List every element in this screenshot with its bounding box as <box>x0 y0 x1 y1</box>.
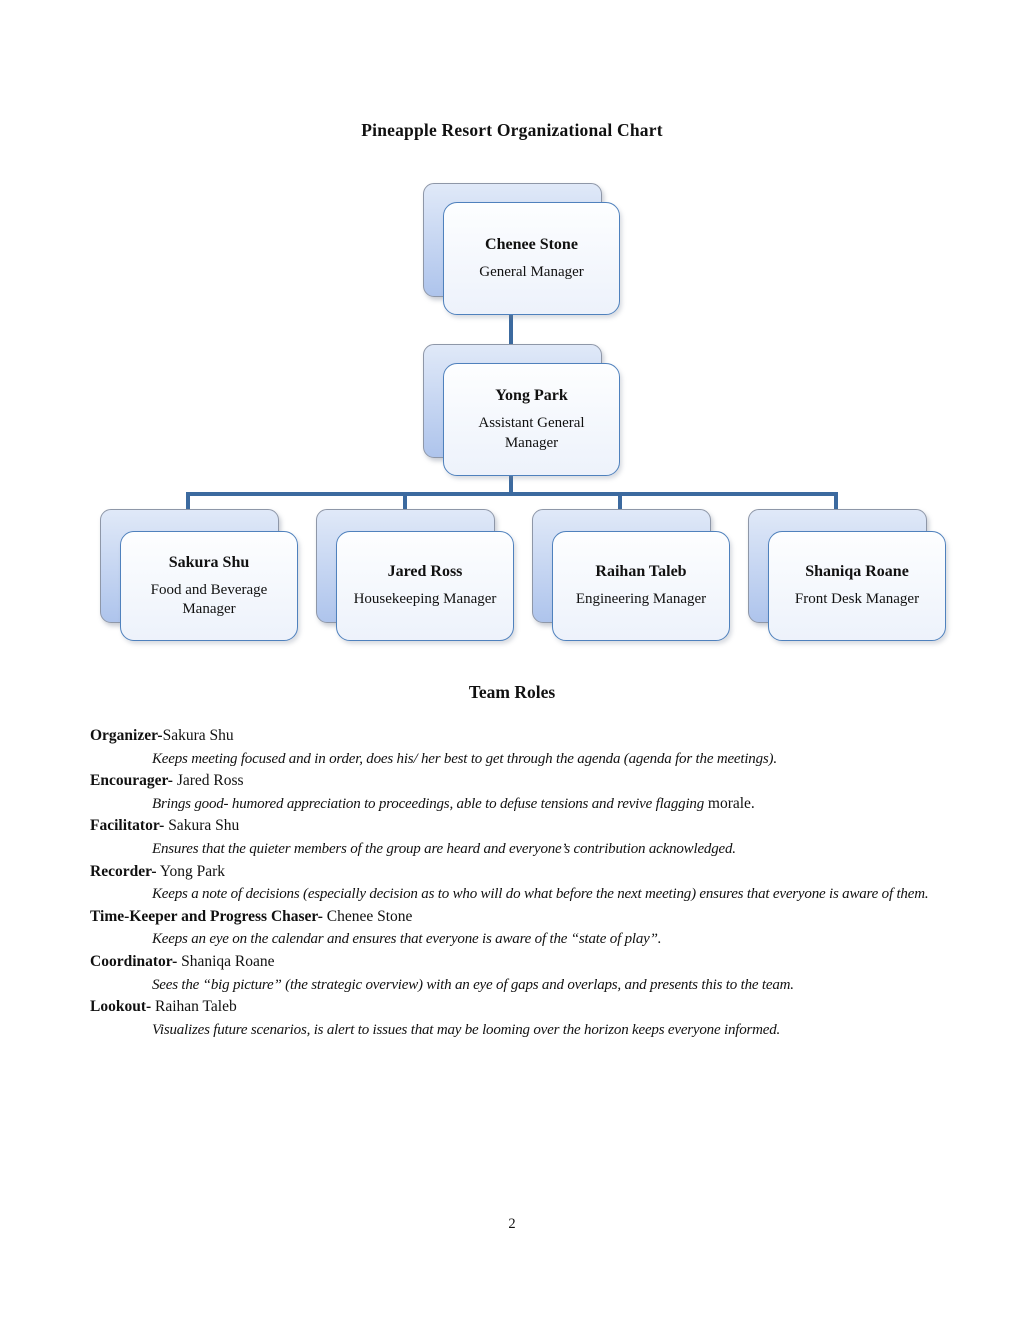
connector-drop-food-beverage <box>186 492 190 517</box>
team-roles-list: Organizer-Sakura Shu Keeps meeting focus… <box>90 725 938 1041</box>
role-person: Jared Ross <box>172 772 244 790</box>
role-person: Chenee Stone <box>322 907 413 925</box>
node-role: Assistant General Manager <box>478 415 585 451</box>
node-role: Housekeeping Manager <box>353 591 497 608</box>
node-name: Sakura Shu <box>168 553 250 571</box>
team-role-entry-organizer: Organizer-Sakura Shu Keeps meeting focus… <box>90 725 938 770</box>
role-description: Keeps meeting focused and in order, does… <box>152 750 777 767</box>
node-name: Yong Park <box>495 387 568 404</box>
role-person: Shaniqa Roane <box>177 952 275 970</box>
org-node-food-beverage-manager: Sakura Shu Food and Beverage Manager <box>100 509 310 654</box>
page-title: Pineapple Resort Organizational Chart <box>361 120 663 140</box>
node-name: Chenee Stone <box>485 235 578 253</box>
org-node-engineering-manager: Raihan Taleb Engineering Manager <box>532 509 742 654</box>
role-label: Recorder- <box>90 862 157 880</box>
team-roles-heading: Team Roles <box>468 682 556 702</box>
team-role-entry-coordinator: Coordinator- Shaniqa Roane Sees the “big… <box>90 951 938 996</box>
role-description: Visualizes future scenarios, is alert to… <box>152 1021 781 1038</box>
role-label: Organizer- <box>90 727 163 744</box>
role-label: Coordinator- <box>90 952 178 970</box>
role-description-plain: morale. <box>704 794 755 812</box>
node-card: Shaniqa Roane Front Desk Manager <box>768 531 946 641</box>
node-card: Raihan Taleb Engineering Manager <box>552 531 730 641</box>
role-description: Ensures that the quieter members of the … <box>152 840 736 857</box>
role-description: Keeps an eye on the calendar and ensures… <box>152 931 662 948</box>
role-label: Time-Keeper and Progress Chaser- <box>90 907 323 925</box>
node-card: Yong Park Assistant General Manager <box>443 363 620 476</box>
team-role-entry-recorder: Recorder- Yong Park Keeps a note of deci… <box>90 861 938 906</box>
org-node-assistant-general-manager: Yong Park Assistant General Manager <box>423 344 633 489</box>
team-role-entry-encourager: Encourager- Jared Ross Brings good- humo… <box>90 770 938 815</box>
role-label: Encourager- <box>90 772 173 790</box>
node-card: Jared Ross Housekeeping Manager <box>336 531 514 641</box>
role-label: Facilitator- <box>90 817 165 835</box>
node-role: General Manager <box>479 263 584 280</box>
org-chart: Chenee Stone General Manager Yong Park A… <box>100 183 958 654</box>
role-person: Raihan Taleb <box>151 998 237 1016</box>
node-card: Sakura Shu Food and Beverage Manager <box>120 531 298 641</box>
node-name: Shaniqa Roane <box>805 563 909 581</box>
node-name: Jared Ross <box>387 563 463 581</box>
node-role: Engineering Manager <box>575 591 707 608</box>
node-role: Front Desk Manager <box>794 591 920 608</box>
node-name: Raihan Taleb <box>595 563 687 581</box>
team-role-entry-lookout: Lookout- Raihan Taleb Visualizes future … <box>90 996 938 1041</box>
team-role-entry-time-keeper: Time-Keeper and Progress Chaser- Chenee … <box>90 906 938 951</box>
org-node-housekeeping-manager: Jared Ross Housekeeping Manager <box>316 509 526 654</box>
org-node-general-manager: Chenee Stone General Manager <box>423 183 633 328</box>
team-role-entry-facilitator: Facilitator- Sakura Shu Ensures that the… <box>90 815 938 860</box>
role-person: Yong Park <box>156 862 226 880</box>
connector-drop-engineering <box>618 492 622 517</box>
role-description: Brings good- humored appreciation to pro… <box>152 795 705 812</box>
role-person: Sakura Shu <box>162 727 234 744</box>
node-role: Food and Beverage Manager <box>150 581 268 618</box>
connector-children-bar <box>186 492 838 496</box>
role-person: Sakura Shu <box>164 817 240 835</box>
role-description: Keeps a note of decisions (especially de… <box>152 886 929 903</box>
connector-drop-front-desk <box>834 492 838 517</box>
role-description: Sees the “big picture” (the strategic ov… <box>152 976 794 993</box>
role-label: Lookout- <box>90 998 152 1016</box>
node-card: Chenee Stone General Manager <box>443 202 620 315</box>
connector-drop-housekeeping <box>403 492 407 517</box>
page-number: 2 <box>508 1216 516 1232</box>
org-node-front-desk-manager: Shaniqa Roane Front Desk Manager <box>748 509 958 654</box>
